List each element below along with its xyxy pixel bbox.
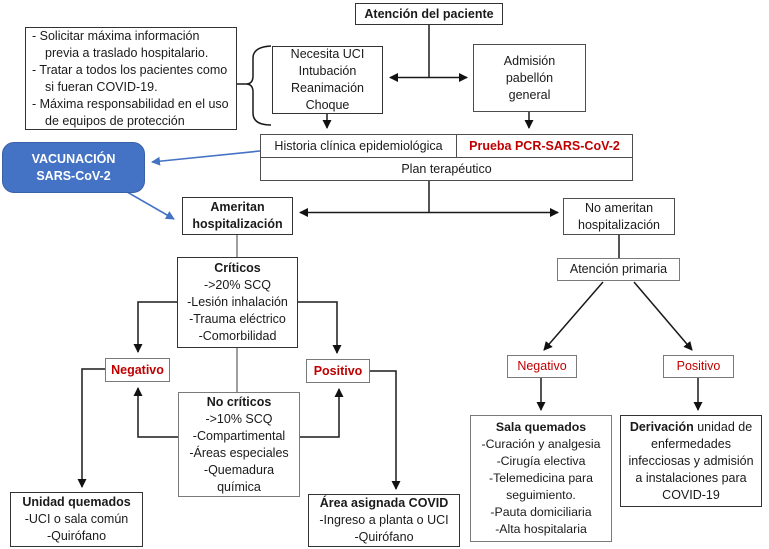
- connector-criticos-to-negativo: [133, 301, 177, 353]
- node-atencion-del-paciente: Atención del paciente: [355, 3, 503, 25]
- derivacion-title: Derivación: [629, 419, 694, 434]
- node-ameritan-hospitalizacion: Ameritan hospitalización: [182, 197, 293, 235]
- criticos-line: -Lesión inhalación: [187, 295, 288, 309]
- sala-quemados-title: Sala quemados: [495, 420, 587, 434]
- connector-historia-to-vacunacion: [151, 150, 261, 166]
- node-negativo-hospital: Negativo: [105, 358, 170, 382]
- node-recomendaciones: - Solicitar máxima información previa a …: [25, 27, 237, 130]
- node-necesita-uci: Necesita UCI Intubación Reanimación Choq…: [272, 46, 383, 114]
- cell-plan-terapeutico: Plan terapéutico: [260, 157, 633, 181]
- connector-no-criticos-to-negativo: [133, 387, 178, 438]
- brace-left-group: [245, 45, 272, 126]
- connector-positivo-to-area: [370, 370, 401, 490]
- no-criticos-line: -Compartimental: [192, 428, 286, 443]
- unidad-quemados-title: Unidad quemados: [22, 495, 131, 509]
- info-line: - Solicitar máxima información previa a …: [32, 28, 209, 60]
- connector-primaria-to-positivo: [633, 281, 693, 351]
- node-negativo-primaria: Negativo: [507, 355, 577, 378]
- node-criticos: Críticos ->20% SCQ -Lesión inhalación -T…: [177, 257, 298, 348]
- node-positivo-primaria: Positivo: [663, 355, 734, 378]
- connector-vacunacion-to-ameritan: [126, 191, 175, 220]
- connector-criticos-to-positivo: [298, 301, 342, 354]
- node-atencion-primaria: Atención primaria: [557, 258, 680, 281]
- sala-quemados-line: -Cirugía electiva: [496, 454, 586, 468]
- area-covid-title: Área asignada COVID: [319, 496, 449, 510]
- info-line: - Tratar a todos los pacientes como si f…: [32, 62, 228, 94]
- criticos-line: ->20% SCQ: [203, 278, 272, 292]
- unidad-quemados-line: -UCI o sala común: [24, 512, 129, 526]
- necesita-uci-line: Necesita UCI: [290, 47, 365, 61]
- node-admision-pabellon: Admisión pabellón general: [473, 44, 586, 112]
- area-covid-line: -Ingreso a planta o UCI: [319, 513, 449, 527]
- node-unidad-quemados: Unidad quemados -UCI o sala común -Quiró…: [10, 492, 143, 547]
- necesita-uci-line: Reanimación: [291, 81, 364, 95]
- cell-historia-clinica: Historia clínica epidemiológica: [260, 134, 457, 158]
- connector-primaria-to-negativo: [543, 281, 604, 351]
- connector-negativo-to-unidad: [77, 368, 105, 488]
- derivacion-text: Derivación unidad de enfermedades infecc…: [624, 419, 758, 504]
- no-criticos-title: No críticos: [206, 394, 272, 409]
- necesita-uci-line: Choque: [305, 98, 350, 112]
- node-no-criticos: No críticos ->10% SCQ -Compartimental -Á…: [178, 392, 300, 497]
- unidad-quemados-line: -Quirófano: [46, 529, 107, 543]
- node-sala-quemados: Sala quemados -Curación y analgesia -Cir…: [470, 415, 612, 542]
- node-area-asignada-covid: Área asignada COVID -Ingreso a planta o …: [308, 494, 460, 547]
- derivacion-rest: unidad de enfermedades infecciosas y adm…: [628, 419, 754, 502]
- sala-quemados-line: -Alta hospitalaria: [495, 522, 587, 536]
- connector-no-criticos-to-positivo: [300, 388, 344, 438]
- criticos-line: -Comorbilidad: [198, 329, 277, 343]
- area-covid-line: -Quirófano: [354, 530, 414, 544]
- cell-prueba-pcr: Prueba PCR-SARS-CoV-2: [456, 134, 633, 158]
- no-criticos-line: ->10% SCQ: [205, 411, 273, 426]
- sala-quemados-line: -Pauta domiciliaria: [490, 505, 592, 519]
- criticos-title: Críticos: [214, 261, 261, 275]
- no-criticos-line: -Quemadura química: [203, 462, 275, 494]
- node-vacunacion-sars-cov-2: VACUNACIÓN SARS-CoV-2: [2, 142, 145, 193]
- no-criticos-line: -Áreas especiales: [189, 445, 289, 460]
- info-line: - Máxima responsabilidad en el uso de eq…: [32, 96, 229, 128]
- node-derivacion: Derivación unidad de enfermedades infecc…: [620, 415, 762, 507]
- sala-quemados-line: -Telemedicina para seguimiento.: [489, 471, 593, 502]
- node-positivo-hospital: Positivo: [306, 359, 370, 383]
- sala-quemados-line: -Curación y analgesia: [481, 437, 601, 451]
- node-no-ameritan-hospitalizacion: No ameritan hospitalización: [563, 198, 675, 235]
- necesita-uci-line: Intubación: [298, 64, 357, 78]
- criticos-line: -Trauma eléctrico: [189, 312, 286, 326]
